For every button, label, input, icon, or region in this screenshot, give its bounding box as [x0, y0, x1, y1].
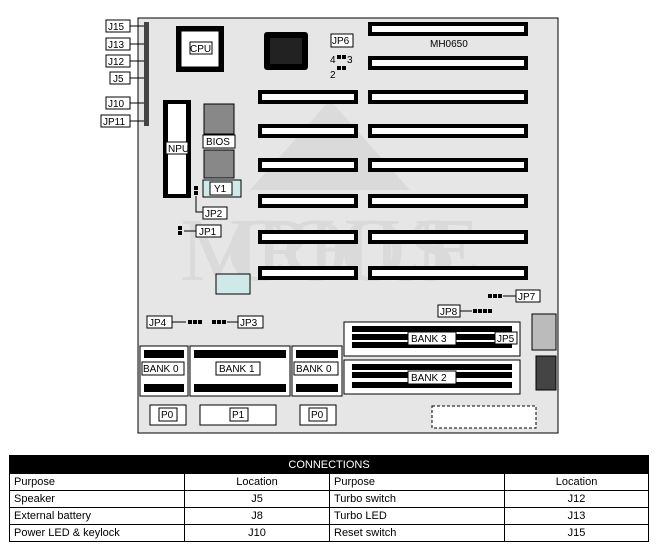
header-location-1: Location	[184, 473, 330, 491]
jp6-jumper: JP6 4 3 2	[330, 33, 354, 81]
npu-label: NPU	[168, 144, 189, 155]
crystal-label: Y1	[214, 184, 227, 195]
table-cell: J10	[184, 524, 330, 542]
chipset-chip	[264, 32, 308, 70]
pin-header-bottom	[431, 405, 537, 429]
table-cell: External battery	[9, 507, 185, 525]
p1-label: P1	[232, 410, 245, 421]
battery	[215, 273, 251, 295]
jp7-label: JP7	[518, 292, 536, 303]
table-cell: Turbo switch	[329, 490, 505, 508]
jp3-jumper: JP3	[212, 315, 264, 329]
simm-bank-3: BANK 3 JP5	[343, 321, 521, 357]
motherboard-diagram: MICRO HOUSE MH0650 CPU JP6 4	[100, 17, 559, 434]
jp8-jumper: JP8	[437, 304, 492, 318]
bios-label: BIOS	[206, 137, 230, 148]
cpu-chip: CPU	[176, 26, 224, 72]
table-row: Power LED & keylock J10 Reset switch J15	[9, 524, 650, 542]
jp6-pin2: 2	[330, 70, 336, 81]
j12-label: J12	[108, 57, 125, 68]
table-header-row: Purpose Location Purpose Location	[9, 473, 650, 491]
jp2-jumper: JP2	[194, 186, 228, 220]
bank0-left-label: BANK 0	[143, 364, 179, 375]
jp6-pin3: 3	[347, 55, 353, 66]
table-cell: Reset switch	[329, 524, 505, 542]
header-purpose-2: Purpose	[329, 473, 505, 491]
expansion-slots-left	[258, 90, 358, 280]
p0-right-label: P0	[311, 410, 324, 421]
table-cell: J15	[503, 524, 650, 542]
connections-table: CONNECTIONS Purpose Location Purpose Loc…	[8, 455, 650, 542]
header-purpose-1: Purpose	[9, 473, 185, 491]
jp6-pin4: 4	[330, 55, 336, 66]
jp5-label: JP5	[497, 334, 515, 345]
table-cell: J8	[184, 507, 330, 525]
jp1-label: JP1	[199, 227, 217, 238]
jp7-jumper: JP7	[488, 289, 541, 303]
npu-socket: NPU	[163, 100, 191, 198]
table-cell: Turbo LED	[329, 507, 505, 525]
bios-chip: BIOS	[202, 103, 236, 179]
j15-label: J15	[108, 22, 125, 33]
table-cell: J12	[503, 490, 650, 508]
power-connector	[535, 355, 557, 391]
bank2-label: BANK 2	[411, 373, 447, 384]
bank3-label: BANK 3	[411, 334, 447, 345]
table-row: External battery J8 Turbo LED J13	[9, 507, 650, 525]
header-location-2: Location	[503, 473, 650, 491]
p0-left-label: P0	[161, 410, 174, 421]
bank1-label: BANK 1	[219, 364, 255, 375]
jp2-label: JP2	[205, 209, 223, 220]
table-cell: Speaker	[9, 490, 185, 508]
table-cell: J13	[503, 507, 650, 525]
tag-sockets: P0 P1 P0	[149, 404, 337, 426]
crystal-y1: Y1	[202, 179, 242, 198]
table-cell: Power LED & keylock	[9, 524, 185, 542]
j13-label: J13	[108, 40, 125, 51]
jp11-label: JP11	[103, 117, 125, 128]
cpu-label: CPU	[190, 44, 211, 55]
simm-bank-2: BANK 2	[343, 359, 521, 395]
jp4-label: JP4	[149, 318, 167, 329]
cache-banks: BANK 0 BANK 1 BANK 0	[139, 345, 343, 397]
bank0-right-label: BANK 0	[296, 364, 332, 375]
table-row: Speaker J5 Turbo switch J12	[9, 490, 650, 508]
jp8-label: JP8	[440, 307, 458, 318]
keyboard-connector	[531, 313, 557, 351]
table-cell: J5	[184, 490, 330, 508]
j10-label: J10	[108, 99, 125, 110]
jp3-label: JP3	[240, 318, 258, 329]
left-header-labels: J15 J13 J12 J5 J10 JP11	[100, 19, 149, 128]
jp1-jumper: JP1	[178, 224, 222, 238]
expansion-slots-right	[368, 22, 528, 280]
jp4-jumper: JP4	[146, 315, 202, 329]
j5-label: J5	[113, 74, 124, 85]
board-model-label: MH0650	[430, 39, 468, 50]
table-title: CONNECTIONS	[8, 455, 650, 474]
jp6-label: JP6	[332, 36, 350, 47]
